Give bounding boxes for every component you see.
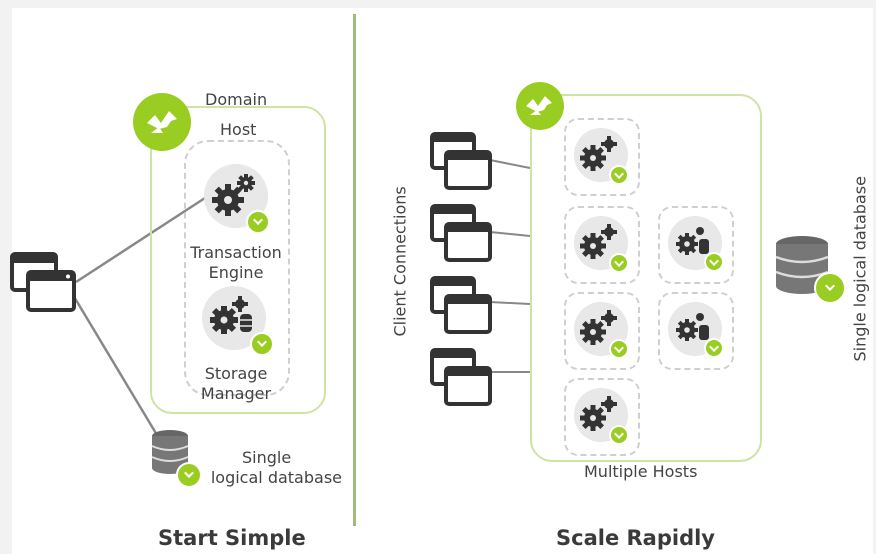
host-box-sm — [658, 292, 734, 370]
host-box-te — [564, 118, 640, 196]
sm-status-badge — [704, 338, 724, 358]
te-status-badge — [609, 165, 629, 185]
multiple-hosts-label: Multiple Hosts — [584, 462, 698, 481]
client-window-icon — [430, 204, 492, 262]
domain-bird-icon — [133, 93, 191, 151]
gear-icon — [212, 174, 255, 216]
host-box-te — [564, 292, 640, 370]
client-window-icon — [430, 132, 492, 190]
section-divider — [353, 14, 356, 526]
db-label-line2-left: logical database — [210, 468, 342, 487]
single-db-label-right: Single logical database — [850, 176, 870, 362]
start-simple-title: Start Simple — [158, 526, 306, 550]
gear-database-icon — [210, 296, 252, 334]
sm-status-badge — [704, 252, 724, 272]
gear-icon — [580, 136, 617, 171]
te-status-badge — [609, 253, 629, 273]
gear-icon — [580, 310, 617, 345]
te-status-badge — [246, 210, 270, 234]
scale-rapidly-title: Scale Rapidly — [556, 526, 715, 550]
host-label: Host — [218, 120, 259, 139]
host-box — [184, 140, 290, 396]
te-label-line2: Engine — [208, 263, 264, 282]
te-label-line1: Transaction — [190, 243, 282, 262]
domain-bird-icon — [516, 82, 564, 130]
gear-icon — [580, 224, 617, 259]
host-box-sm — [658, 206, 734, 284]
domain-label: Domain — [205, 90, 268, 109]
te-status-badge — [609, 339, 629, 359]
te-status-badge — [609, 425, 629, 445]
domain-box — [150, 106, 326, 414]
host-box-te — [564, 378, 640, 456]
client-window-icon — [430, 276, 492, 334]
sm-label-line2: Manager — [200, 384, 272, 403]
db-status-badge-left — [176, 462, 202, 488]
host-box-te — [564, 206, 640, 284]
gear-database-icon — [676, 227, 709, 255]
database-icon — [151, 430, 189, 474]
gear-icon — [580, 396, 617, 431]
gear-database-icon — [676, 313, 709, 341]
client-connections-label: Client Connections — [390, 186, 410, 337]
client-window-icon — [10, 252, 76, 312]
client-window-icon — [430, 348, 492, 406]
db-status-badge-right — [814, 272, 846, 304]
db-label-line1-left: Single — [242, 448, 292, 467]
domain-box-scaled — [530, 94, 762, 462]
sm-status-badge — [250, 332, 274, 356]
sm-label-line1: Storage — [204, 364, 268, 383]
